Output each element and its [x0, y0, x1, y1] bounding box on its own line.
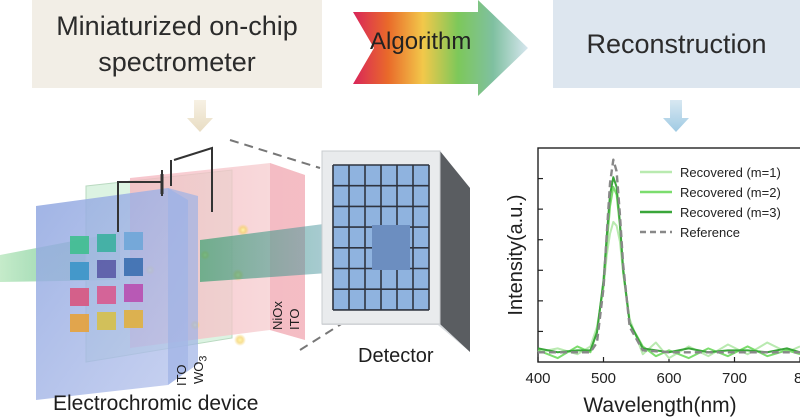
- legend-label: Reference: [680, 225, 740, 240]
- series-line: [538, 158, 800, 354]
- layer-label-wo3: WO3: [191, 356, 210, 384]
- pixel-cell: [124, 258, 143, 276]
- reconstruction-label: Reconstruction: [586, 29, 767, 59]
- spectrometer-line1: Miniaturized on-chip: [56, 11, 298, 41]
- spectrometer-line2: spectrometer: [98, 47, 256, 77]
- series-line: [537, 220, 800, 360]
- chart-frame: [537, 147, 800, 363]
- x-tick-label: 700: [722, 370, 747, 387]
- wo3-subscript: 3: [197, 355, 210, 362]
- pixel-array: [70, 232, 143, 332]
- detector-hotspot: [372, 225, 410, 270]
- pixel-cell: [97, 286, 116, 304]
- wo3-text: WO: [191, 361, 206, 384]
- electrochromic-caption: Electrochromic device: [53, 392, 259, 415]
- detector: [321, 150, 470, 352]
- spectrometer-box: Miniaturized on-chip spectrometer: [32, 0, 322, 88]
- pixel-cell: [70, 236, 89, 254]
- down-arrow-left-icon: [187, 100, 213, 132]
- x-tick-label: 8: [794, 370, 800, 387]
- pixel-cell: [97, 312, 116, 330]
- legend-label: Recovered (m=1): [680, 165, 781, 180]
- layer-label-niox: NiOx: [270, 301, 285, 330]
- pixel-cell: [124, 310, 143, 328]
- x-tick-label: 600: [656, 370, 681, 387]
- algorithm-arrow: [353, 0, 528, 96]
- detector-caption: Detector: [358, 345, 434, 367]
- x-axis-label: Wavelength(nm): [583, 394, 736, 417]
- series-line: [537, 176, 800, 354]
- pixel-cell: [97, 260, 116, 278]
- down-arrow-right-icon: [663, 100, 689, 132]
- pixel-cell: [97, 234, 116, 252]
- x-tick-label: 400: [525, 370, 550, 387]
- pixel-cell: [70, 262, 89, 280]
- legend-label: Recovered (m=2): [680, 185, 781, 200]
- algorithm-label: Algorithm: [370, 28, 472, 55]
- pixel-cell: [124, 232, 143, 250]
- pixel-cell: [70, 314, 89, 332]
- pixel-cell: [124, 284, 143, 302]
- layer-label-ito-right: ITO: [287, 308, 302, 330]
- layer-label-ito-left: ITO: [174, 364, 189, 386]
- reconstruction-box: Reconstruction: [553, 0, 800, 88]
- legend-label: Recovered (m=3): [680, 205, 781, 220]
- wo3-layer-side: [168, 188, 198, 385]
- y-axis-label: Intensity(a.u.): [505, 194, 527, 315]
- x-tick-label: 500: [591, 370, 616, 387]
- pixel-cell: [70, 288, 89, 306]
